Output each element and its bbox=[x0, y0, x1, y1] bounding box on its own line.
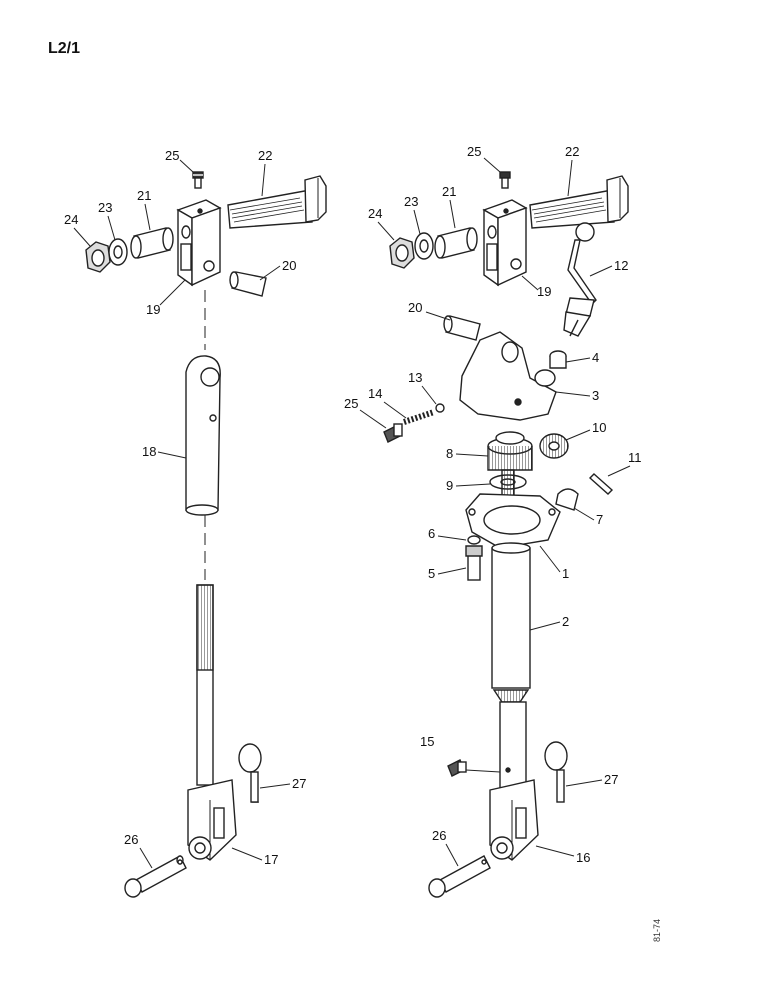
left-label-20: 20 bbox=[282, 258, 296, 273]
right-label-7: 7 bbox=[596, 512, 603, 527]
right-sleeve bbox=[549, 350, 567, 369]
left-r-clip bbox=[238, 743, 262, 803]
left-pin bbox=[229, 271, 267, 297]
right-inner-tube bbox=[499, 701, 527, 793]
right-grease-nipple-side bbox=[383, 423, 403, 443]
right-gear-housing bbox=[459, 331, 557, 421]
left-clevis-pin bbox=[124, 855, 187, 898]
page-title: L2/1 bbox=[48, 40, 81, 57]
right-r-clip bbox=[544, 741, 568, 803]
right-label-8: 8 bbox=[446, 446, 453, 461]
right-label-4: 4 bbox=[592, 350, 599, 365]
right-label-16: 16 bbox=[576, 850, 590, 865]
right-label-19: 19 bbox=[537, 284, 551, 299]
right-fork bbox=[489, 779, 539, 861]
left-grease-nipple bbox=[192, 171, 204, 189]
right-label-9: 9 bbox=[446, 478, 453, 493]
right-crank-handle bbox=[563, 222, 597, 337]
right-washer bbox=[414, 232, 434, 260]
right-spring-clip bbox=[555, 488, 579, 511]
right-clevis-pin bbox=[428, 855, 491, 898]
left-label-21: 21 bbox=[137, 188, 151, 203]
right-label-20: 20 bbox=[408, 300, 422, 315]
right-grease-nipple-15 bbox=[447, 759, 467, 777]
left-label-24: 24 bbox=[64, 212, 78, 227]
right-base-plate bbox=[465, 493, 561, 549]
right-clevis-block bbox=[482, 199, 528, 287]
right-label-25-side: 25 bbox=[344, 396, 358, 411]
right-label-11: 11 bbox=[628, 450, 642, 465]
right-roll-pin bbox=[588, 473, 614, 495]
right-label-5: 5 bbox=[428, 566, 435, 581]
left-assembly bbox=[85, 171, 327, 898]
right-bolt bbox=[529, 175, 629, 229]
left-label-22: 22 bbox=[258, 148, 272, 163]
left-label-27: 27 bbox=[292, 776, 306, 791]
right-bush bbox=[434, 227, 478, 259]
right-outer-tube bbox=[491, 542, 531, 703]
right-spring bbox=[403, 409, 435, 425]
left-label-19: 19 bbox=[146, 302, 160, 317]
right-label-3: 3 bbox=[592, 388, 599, 403]
right-label-10: 10 bbox=[592, 420, 606, 435]
left-labels: 25 22 21 23 24 19 20 18 27 26 17 bbox=[64, 148, 306, 869]
right-label-24: 24 bbox=[368, 206, 382, 221]
right-label-15: 15 bbox=[420, 734, 434, 749]
drawing-reference-code: 81-74 bbox=[652, 918, 662, 942]
right-label-26: 26 bbox=[432, 828, 446, 843]
left-label-25: 25 bbox=[165, 148, 179, 163]
left-clevis-block bbox=[176, 199, 222, 287]
right-assembly bbox=[383, 171, 629, 898]
left-label-23: 23 bbox=[98, 200, 112, 215]
right-small-bolt bbox=[465, 545, 483, 581]
right-label-22: 22 bbox=[565, 144, 579, 159]
right-label-13: 13 bbox=[408, 370, 422, 385]
right-nut bbox=[389, 237, 415, 269]
right-large-gear bbox=[487, 431, 533, 471]
right-label-6: 6 bbox=[428, 526, 435, 541]
right-labels: 25 22 21 23 24 19 12 20 4 3 13 14 25 10 … bbox=[344, 144, 642, 867]
left-washer bbox=[108, 238, 128, 266]
right-label-1: 1 bbox=[562, 566, 569, 581]
left-link-tube bbox=[185, 355, 221, 516]
right-label-2: 2 bbox=[562, 614, 569, 629]
left-bush bbox=[130, 227, 174, 259]
right-label-12: 12 bbox=[614, 258, 628, 273]
left-label-18: 18 bbox=[142, 444, 156, 459]
right-ball bbox=[435, 403, 445, 413]
right-label-21: 21 bbox=[442, 184, 456, 199]
right-label-27: 27 bbox=[604, 772, 618, 787]
right-small-washer bbox=[467, 535, 481, 545]
left-label-26: 26 bbox=[124, 832, 138, 847]
right-label-23: 23 bbox=[404, 194, 418, 209]
right-grease-nipple-top bbox=[499, 171, 511, 189]
left-fork bbox=[187, 779, 237, 861]
left-nut bbox=[85, 241, 111, 273]
right-label-25-top: 25 bbox=[467, 144, 481, 159]
left-bolt bbox=[227, 175, 327, 229]
left-threaded-rod bbox=[196, 584, 214, 786]
right-pinion-gear bbox=[539, 433, 569, 459]
left-label-17: 17 bbox=[264, 852, 278, 867]
right-label-14: 14 bbox=[368, 386, 382, 401]
